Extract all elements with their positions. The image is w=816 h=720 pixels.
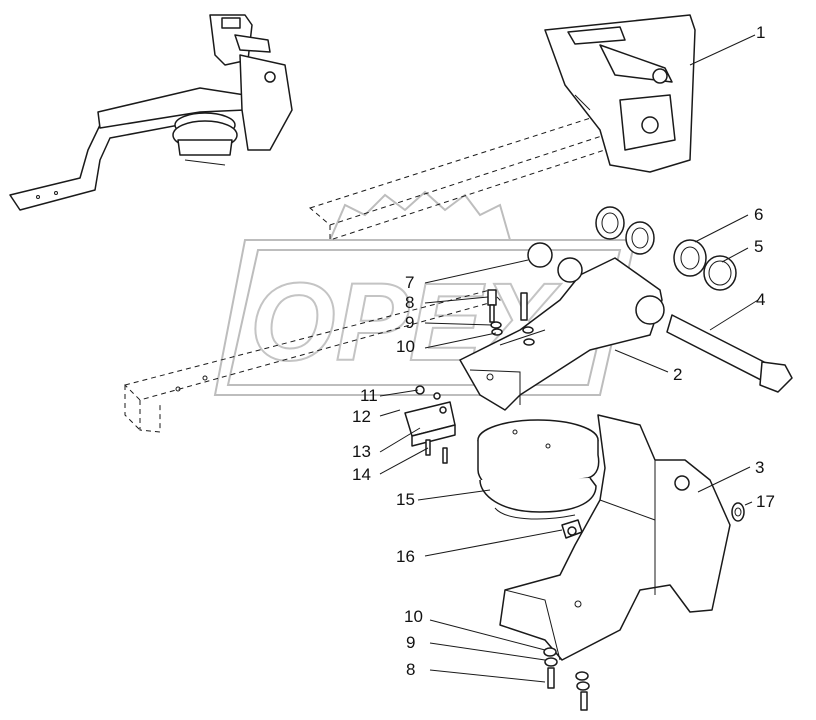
- part-5-seal-ring: [703, 255, 737, 291]
- leader-lines: [379, 34, 759, 683]
- callout-15: 15: [396, 490, 415, 509]
- callout-2: 2: [673, 365, 682, 384]
- callout-4: 4: [756, 290, 765, 309]
- callout-16: 16: [396, 547, 415, 566]
- callout-9-lower: 9: [406, 633, 415, 652]
- part-6-bushing: [595, 206, 707, 277]
- callout-1: 1: [756, 23, 765, 42]
- part-4-bolt: [666, 314, 793, 393]
- callout-labels: 1 6 5 4 7 8 9 10 2 11 12 13 14 15 3 17 1…: [352, 23, 775, 679]
- callout-6: 6: [754, 205, 763, 224]
- callout-10-lower: 10: [404, 607, 423, 626]
- part-1-axle-bracket: [124, 14, 696, 433]
- callout-5: 5: [754, 237, 763, 256]
- callout-17: 17: [756, 492, 775, 511]
- callout-10: 10: [396, 337, 415, 356]
- part-2-trailing-arm: [459, 242, 665, 411]
- callout-3: 3: [755, 458, 764, 477]
- lower-fasteners: [543, 647, 590, 711]
- callout-8: 8: [405, 293, 414, 312]
- upper-fasteners: [487, 289, 535, 346]
- callout-9: 9: [405, 313, 414, 332]
- assembled-suspension-inset: [9, 14, 293, 211]
- part-15-air-spring: [477, 419, 600, 520]
- callout-13: 13: [352, 442, 371, 461]
- callout-14: 14: [352, 465, 371, 484]
- callout-7: 7: [405, 273, 414, 292]
- part-3-spring-bracket: [499, 414, 731, 661]
- callout-8-lower: 8: [406, 660, 415, 679]
- part-17-washer: [731, 502, 745, 522]
- part-12-clamp-block: [404, 385, 456, 464]
- callout-11: 11: [360, 386, 378, 405]
- callout-12: 12: [352, 407, 371, 426]
- part-16-air-fitting: [561, 519, 583, 539]
